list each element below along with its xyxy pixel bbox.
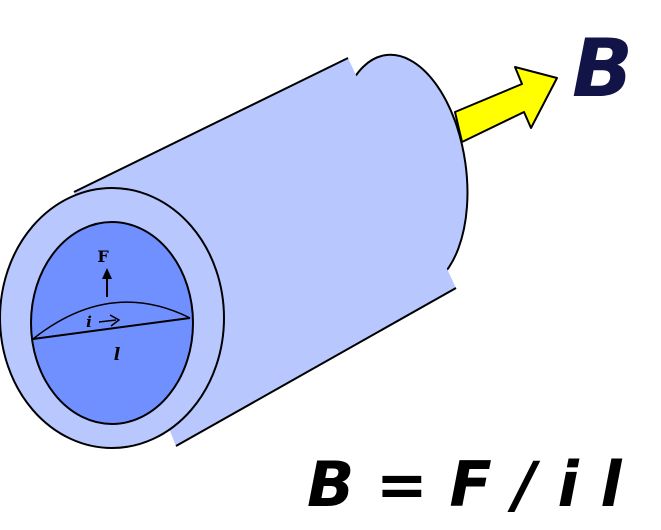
field-label: B xyxy=(572,22,633,115)
current-arrow-head xyxy=(109,314,121,327)
current-label: i xyxy=(86,313,92,331)
cylinder-bottom-edge xyxy=(175,287,457,447)
cylinder-top-edge xyxy=(73,57,349,193)
force-label: F xyxy=(97,247,109,266)
force-arrow-head xyxy=(102,268,112,279)
formula-label: B = F / i l xyxy=(307,448,622,521)
wire-chord xyxy=(32,317,191,340)
cylinder-inner-face xyxy=(30,221,194,425)
wire-curve xyxy=(32,301,191,340)
length-label: l xyxy=(114,345,121,365)
current-arrow-shaft xyxy=(98,319,117,323)
field-direction-arrow xyxy=(454,66,558,143)
